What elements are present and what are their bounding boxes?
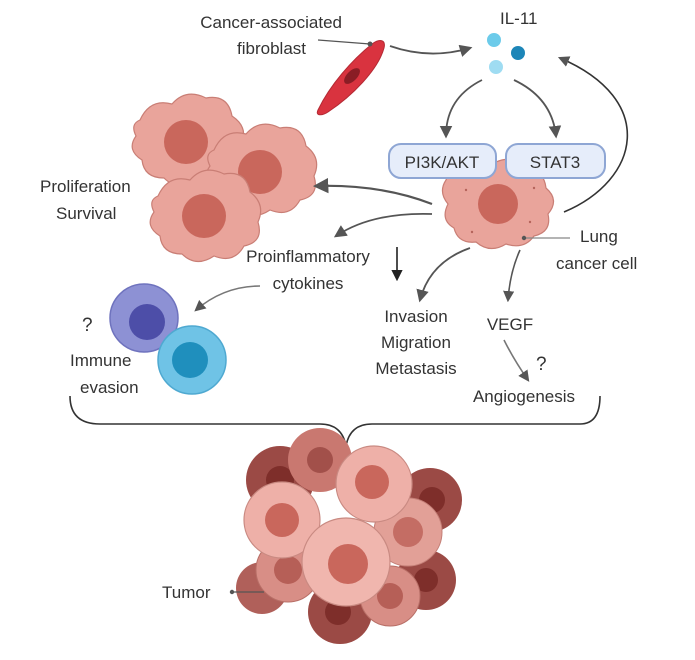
caf-label-line1: Cancer-associated: [200, 13, 342, 32]
tumor-leader-dot: [229, 589, 235, 595]
survival-label: Survival: [56, 204, 116, 223]
lung-leader-dot: [521, 235, 527, 241]
lung-label-line2: cancer cell: [556, 254, 637, 273]
arrow-vegf-to-angiogenesis: [503, 339, 530, 382]
fibroblast-icon: [316, 40, 385, 116]
arrow-il11-to-stat3: [513, 79, 562, 139]
caf-label-leader: [317, 39, 371, 45]
lung-label-line1: Lung: [580, 227, 618, 246]
angiogenesis-label: Angiogenesis: [473, 387, 575, 406]
vegf-label: VEGF: [487, 315, 533, 334]
stat3-box: STAT3: [505, 143, 606, 179]
tumor-icon: [236, 428, 462, 644]
lung-cancer-cell-icon: [441, 158, 555, 250]
arrow-feedback-to-il11: [557, 56, 629, 213]
pi3k-akt-label: PI3K/AKT: [405, 153, 480, 172]
migration-label: Migration: [381, 333, 451, 352]
proliferation-label: Proliferation: [40, 177, 131, 196]
arrow-to-immune-cells: [194, 285, 261, 312]
pi3k-akt-box: PI3K/AKT: [388, 143, 497, 179]
evasion-label: evasion: [80, 378, 139, 397]
angiogenesis-question-mark: ?: [536, 354, 547, 375]
immune-question-mark: ?: [82, 315, 93, 336]
arrow-to-invasion: [416, 247, 471, 303]
proinflammatory-label: Proinflammatory: [246, 247, 370, 266]
il11-molecules-icon: [487, 33, 525, 74]
immune-cells-icon: [109, 283, 227, 395]
arrow-to-proinflammatory: [333, 212, 433, 238]
il11-label: IL-11: [500, 9, 538, 28]
stat3-label: STAT3: [530, 153, 580, 172]
invasion-label: Invasion: [384, 307, 447, 326]
cytokines-label: cytokines: [273, 274, 344, 293]
tumor-label: Tumor: [162, 583, 211, 602]
arrow-to-proliferation: [312, 177, 433, 206]
proliferating-cells-icon: [131, 93, 318, 263]
arrow-to-vegf: [503, 249, 521, 303]
metastasis-label: Metastasis: [375, 359, 456, 378]
arrow-fibroblast-to-il11: [389, 44, 473, 57]
caf-label-line2: fibroblast: [237, 39, 306, 58]
caf-leader-dot: [367, 41, 373, 47]
immune-label: Immune: [70, 351, 131, 370]
arrow-il11-to-pi3k: [439, 79, 483, 139]
